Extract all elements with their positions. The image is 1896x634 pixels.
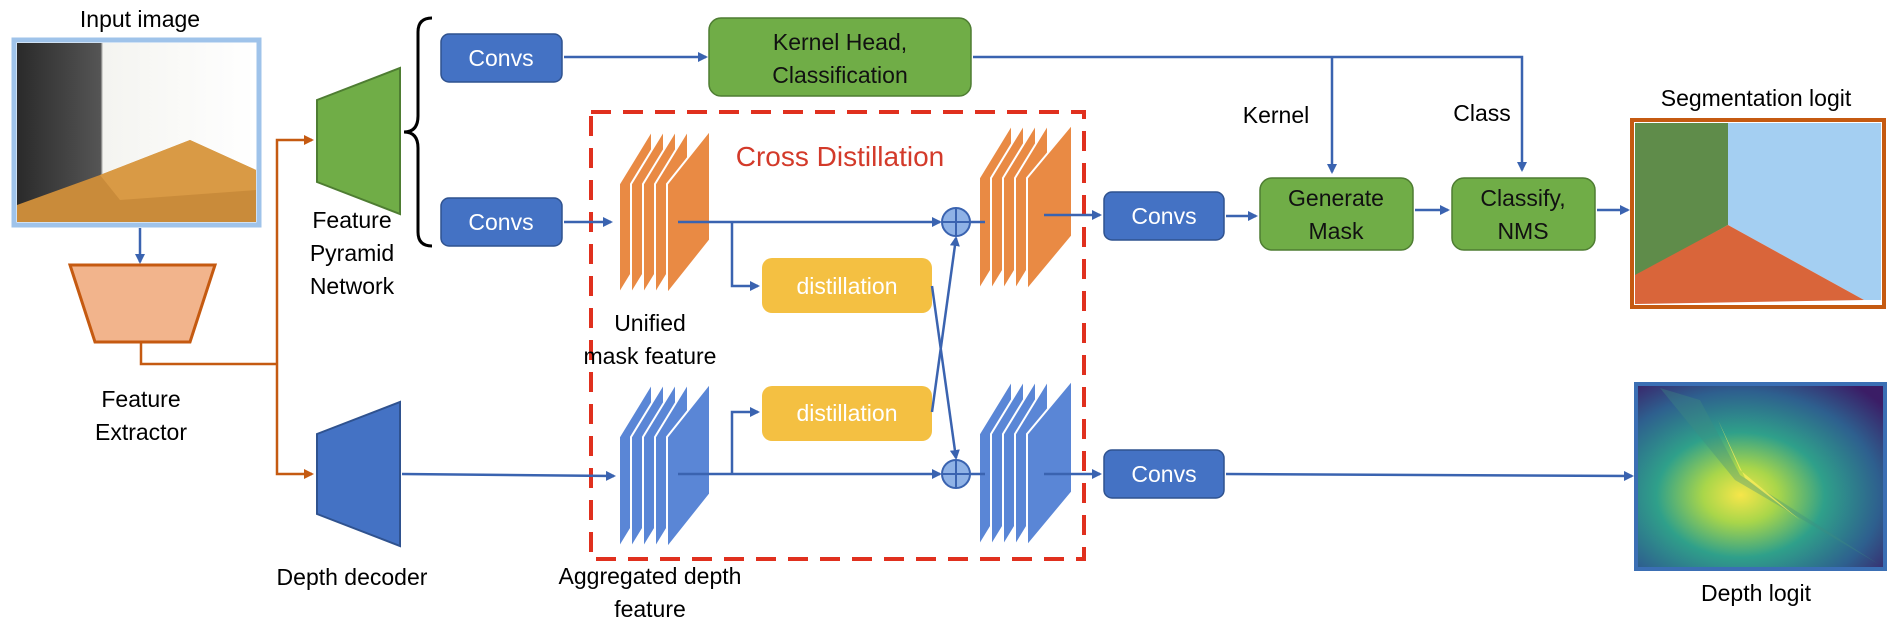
class-label: Class <box>1453 100 1511 126</box>
orange-arrow-to-fpn <box>275 135 314 364</box>
unified-mask-feature-stack <box>618 126 711 298</box>
fpn-label-1: Feature <box>312 207 391 233</box>
kernel-head-box: Kernel Head, Classification <box>708 17 972 97</box>
depth-decoder-shape <box>316 400 401 548</box>
distillation-bottom-label: distillation <box>797 400 898 426</box>
segmentation-logit-label: Segmentation logit <box>1661 85 1852 111</box>
distillation-top-label: distillation <box>797 273 898 299</box>
feature-extractor-label-2: Extractor <box>95 419 187 445</box>
distillation-top-box: distillation <box>762 258 932 313</box>
plus-circle-bottom <box>941 459 971 489</box>
input-image <box>11 37 262 228</box>
feature-extractor-label-1: Feature <box>101 386 180 412</box>
arrow-decoder-to-aggregated <box>401 470 616 481</box>
fpn-label-2: Pyramid <box>310 240 394 266</box>
cross-distillation-region <box>589 110 1086 561</box>
kernel-label: Kernel <box>1243 102 1309 128</box>
depth-decoder-label: Depth decoder <box>277 564 428 590</box>
cross-distillation-title: Cross Distillation <box>736 141 945 172</box>
unified-label-2: mask feature <box>584 343 717 369</box>
kernel-head-output-line <box>973 55 1527 172</box>
convs-mid-label: Convs <box>468 209 533 235</box>
classify-label-2: NMS <box>1497 218 1548 244</box>
plus-circle-top <box>941 207 971 237</box>
classify-nms-box: Classify, NMS <box>1451 177 1596 251</box>
generate-mask-label-2: Mask <box>1309 218 1364 244</box>
arrow-convs-to-depth-logit <box>1225 470 1634 481</box>
aggregated-label-1: Aggregated depth <box>559 563 742 589</box>
input-image-label: Input image <box>80 6 200 32</box>
generate-mask-label-1: Generate <box>1288 185 1384 211</box>
arrow-unified-to-distill-top <box>730 222 760 291</box>
feature-extractor-shape <box>67 263 218 344</box>
curly-brace <box>403 16 433 248</box>
fpn-shape <box>316 66 401 216</box>
orange-connector-main <box>139 342 277 366</box>
convs-right-top-box: Convs <box>1103 191 1225 241</box>
convs-mid-box: Convs <box>440 197 563 247</box>
aggregated-label-2: feature <box>614 596 686 622</box>
cross-arrow-bottom-to-top <box>930 236 960 413</box>
generate-mask-box: Generate Mask <box>1259 177 1414 251</box>
convs-right-bottom-label: Convs <box>1131 461 1196 487</box>
distillation-bottom-box: distillation <box>762 386 932 441</box>
orange-arrow-to-depth <box>275 364 314 479</box>
output-depth-feature-stack <box>978 376 1073 550</box>
depth-logit-image <box>1634 382 1887 571</box>
convs-top-box: Convs <box>440 33 563 83</box>
convs-right-bottom-box: Convs <box>1103 449 1225 499</box>
fpn-label-3: Network <box>310 273 395 299</box>
output-mask-feature-stack <box>978 120 1073 294</box>
convs-right-top-label: Convs <box>1131 203 1196 229</box>
depth-logit-label: Depth logit <box>1701 580 1812 606</box>
classify-label-1: Classify, <box>1480 185 1565 211</box>
cross-arrow-top-to-bottom <box>930 285 960 460</box>
unified-label-1: Unified <box>614 310 686 336</box>
arrow-aggregated-to-distill-bottom <box>730 407 760 474</box>
kernel-head-label-1: Kernel Head, <box>773 29 907 55</box>
aggregated-depth-feature-stack <box>618 379 711 552</box>
segmentation-logit-image <box>1630 118 1886 309</box>
kernel-head-label-2: Classification <box>772 62 908 88</box>
convs-top-label: Convs <box>468 45 533 71</box>
